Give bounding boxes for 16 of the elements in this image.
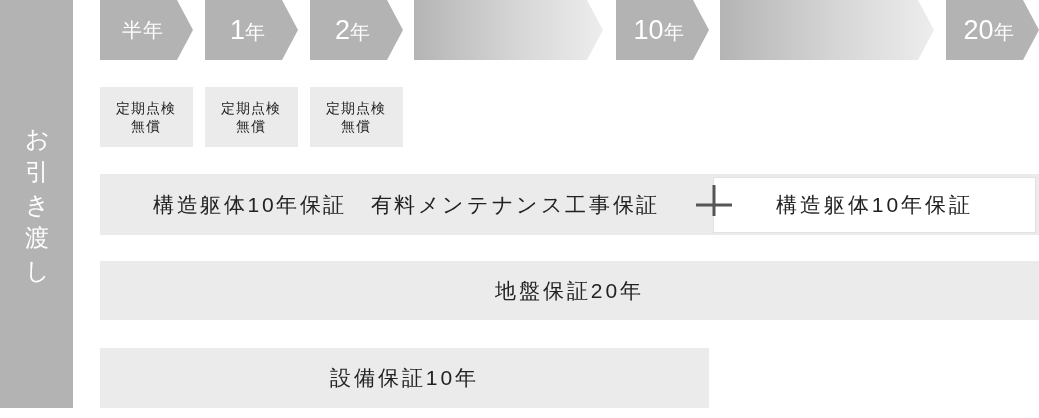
warranty-bar: 地盤保証20年 [100,261,1039,320]
timeline-step [720,0,934,60]
timeline-step: 2年 [310,0,403,60]
timeline-step: 10年 [616,0,709,60]
warranty-box: 構造躯体10年保証 [713,177,1036,233]
timeline-step: 半年 [100,0,193,60]
timeline-step: 20年 [946,0,1039,60]
timeline-step: 1年 [205,0,298,60]
timeline-step [414,0,603,60]
vertical-bar: お引き渡し [0,0,73,408]
inspection-box: 定期点検無償 [310,87,403,147]
inspection-box: 定期点検無償 [205,87,298,147]
inspection-box: 定期点検無償 [100,87,193,147]
bar-label: 構造躯体10年保証 有料メンテナンス工事保証 [152,191,661,218]
warranty-bar [100,174,1039,235]
warranty-bar: 設備保証10年 [100,348,709,408]
